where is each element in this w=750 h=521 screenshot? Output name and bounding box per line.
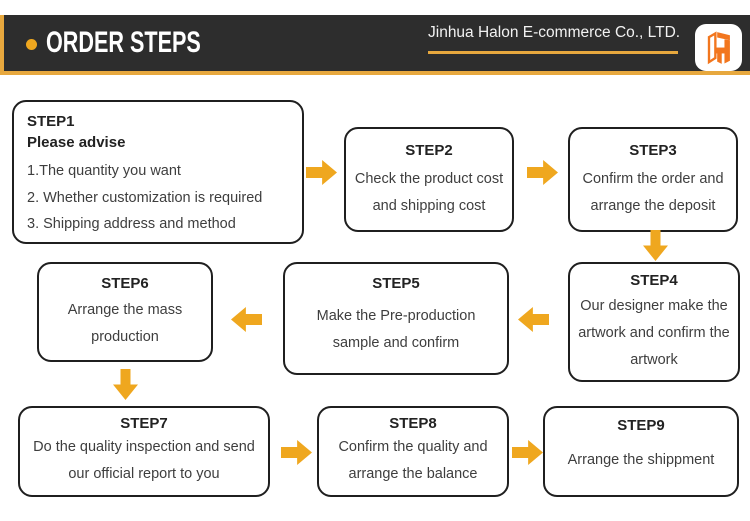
arrow-left-icon bbox=[231, 307, 262, 332]
company-name-block: Jinhua Halon E-commerce Co., LTD. bbox=[428, 23, 681, 54]
step6-box: STEP6 Arrange the mass production bbox=[37, 262, 213, 362]
arrow-right-icon bbox=[281, 440, 312, 465]
step9-text: Arrange the shippment bbox=[567, 452, 715, 468]
step1-box: STEP1 Please advise 1.The quantity you w… bbox=[12, 100, 304, 244]
step5-text: sample and confirm bbox=[332, 335, 460, 351]
arrow-left-icon bbox=[518, 307, 549, 332]
step6-text: Arrange the mass bbox=[67, 302, 183, 318]
step4-text: artwork bbox=[630, 352, 678, 368]
step4-text: Our designer make the bbox=[580, 298, 728, 314]
step3-box: STEP3 Confirm the order and arrange the … bbox=[568, 127, 738, 232]
step2-text: and shipping cost bbox=[372, 198, 486, 214]
step7-title: STEP7 bbox=[120, 415, 168, 432]
arrow-right-icon bbox=[306, 160, 337, 185]
step3-text: arrange the deposit bbox=[590, 198, 716, 214]
step1-subtitle: Please advise bbox=[27, 134, 126, 151]
step1-title: STEP1 bbox=[27, 113, 75, 130]
company-name: Jinhua Halon E-commerce Co., LTD. bbox=[428, 24, 681, 41]
step7-text: Do the quality inspection and send bbox=[33, 439, 255, 455]
step7-box: STEP7 Do the quality inspection and send… bbox=[18, 406, 270, 497]
bullet-dot-icon bbox=[26, 39, 37, 50]
step1-item: 2. Whether customization is required bbox=[27, 189, 263, 206]
arrow-down-icon bbox=[643, 230, 668, 261]
step8-box: STEP8 Confirm the quality and arrange th… bbox=[317, 406, 509, 497]
step5-box: STEP5 Make the Pre-production sample and… bbox=[283, 262, 509, 375]
step5-text: Make the Pre-production bbox=[316, 308, 476, 324]
step3-text: Confirm the order and bbox=[582, 171, 724, 187]
arrow-down-icon bbox=[113, 369, 138, 400]
step1-item: 1.The quantity you want bbox=[27, 163, 181, 179]
step5-title: STEP5 bbox=[372, 275, 420, 292]
step2-box: STEP2 Check the product cost and shippin… bbox=[344, 127, 514, 232]
step6-text: production bbox=[91, 329, 159, 345]
header-bar: ORDER STEPS Jinhua Halon E-commerce Co.,… bbox=[0, 15, 750, 75]
step9-title: STEP9 bbox=[617, 417, 665, 434]
step8-text: arrange the balance bbox=[348, 466, 478, 482]
page-title: ORDER STEPS bbox=[46, 26, 201, 59]
halon-logo-icon bbox=[695, 24, 742, 71]
step9-box: STEP9 Arrange the shippment bbox=[543, 406, 739, 497]
halon-h-glyph bbox=[707, 30, 730, 64]
step1-item: 3. Shipping address and method bbox=[27, 216, 236, 232]
arrow-right-icon bbox=[512, 440, 543, 465]
step8-title: STEP8 bbox=[389, 415, 437, 432]
step6-title: STEP6 bbox=[101, 275, 149, 292]
step2-title: STEP2 bbox=[405, 142, 453, 159]
step8-text: Confirm the quality and bbox=[338, 439, 488, 455]
arrow-right-icon bbox=[527, 160, 558, 185]
step1-items: 1.The quantity you want 2. Whether custo… bbox=[27, 158, 290, 238]
step4-box: STEP4 Our designer make the artwork and … bbox=[568, 262, 740, 382]
step2-text: Check the product cost bbox=[354, 171, 504, 187]
step7-text: our official report to you bbox=[68, 466, 220, 482]
step4-text: artwork and confirm the bbox=[578, 325, 730, 341]
step3-title: STEP3 bbox=[629, 142, 677, 159]
step4-title: STEP4 bbox=[630, 272, 678, 289]
